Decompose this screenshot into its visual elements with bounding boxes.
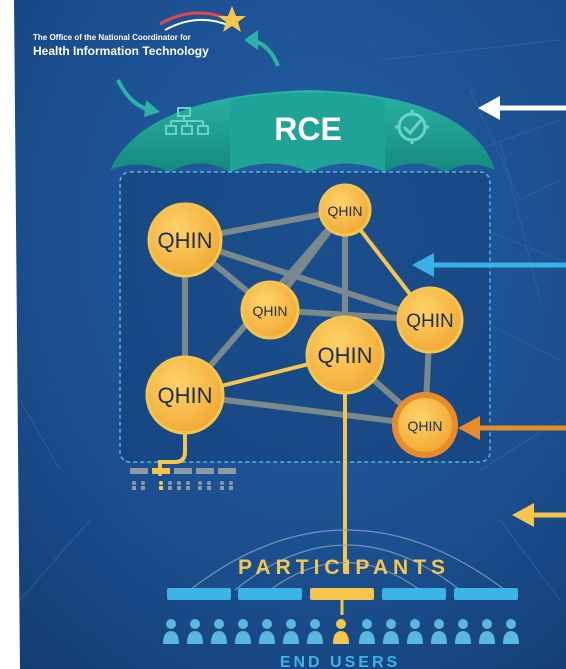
background-network	[19, 39, 561, 601]
person-icon-highlighted	[333, 619, 349, 644]
arrow-qhin-network	[412, 253, 566, 277]
qhin-label: QHIN	[158, 383, 213, 408]
qhin-node: QHIN	[240, 280, 300, 340]
logo-swoosh-2	[164, 18, 231, 31]
qhin-node: QHIN	[318, 183, 372, 237]
end-users-label: END USERS	[280, 654, 400, 669]
person-icon	[383, 619, 399, 644]
qhin-label: QHIN	[408, 418, 443, 434]
end-user-icons	[163, 619, 519, 644]
person-icon	[407, 619, 423, 644]
participant-bar	[382, 588, 446, 600]
person-icon	[235, 619, 251, 644]
qhin-node-highlighted: QHIN	[392, 392, 458, 458]
person-icon	[431, 619, 447, 644]
qhin-node: QHIN	[396, 286, 464, 354]
logo-arrow-down-head	[144, 100, 160, 117]
arrow-participants	[512, 503, 566, 527]
qhin-label: QHIN	[328, 203, 363, 219]
qhin-node: QHIN	[305, 315, 385, 395]
org-chart-icon	[165, 107, 209, 135]
person-icon	[211, 619, 227, 644]
arrow-rce	[478, 96, 566, 120]
gear-check-icon	[395, 110, 429, 144]
onc-logo-line1: The Office of the National Coordinator f…	[33, 33, 191, 42]
participant-bar-highlighted	[310, 588, 374, 600]
qhin-node: QHIN	[147, 202, 223, 278]
qhin-label: QHIN	[318, 343, 373, 368]
person-icon	[283, 619, 299, 644]
participant-bar	[167, 588, 231, 600]
onc-logo-line2: Health Information Technology	[33, 44, 209, 58]
participant-bars	[167, 588, 518, 600]
qhin-label: QHIN	[406, 311, 454, 332]
person-icon	[359, 619, 375, 644]
person-icon	[307, 619, 323, 644]
star-icon	[218, 6, 246, 32]
person-icon	[503, 619, 519, 644]
participant-arcs	[189, 529, 506, 591]
person-icon	[187, 619, 203, 644]
participant-bar	[238, 588, 302, 600]
arrow-qhin	[458, 416, 566, 440]
small-participants	[130, 468, 236, 490]
logo-arrow-up-head	[244, 30, 258, 50]
participants-label: PARTICIPANTS	[238, 556, 450, 579]
person-icon	[259, 619, 275, 644]
person-icon	[455, 619, 471, 644]
qhin-node: QHIN	[145, 355, 225, 435]
person-icon	[163, 619, 179, 644]
qhin-label: QHIN	[158, 228, 213, 253]
rce-label: RCE	[274, 111, 342, 147]
person-icon	[479, 619, 495, 644]
participant-bar	[454, 588, 518, 600]
rce-umbrella-center-panel	[230, 92, 385, 172]
qhin-label: QHIN	[253, 303, 288, 319]
